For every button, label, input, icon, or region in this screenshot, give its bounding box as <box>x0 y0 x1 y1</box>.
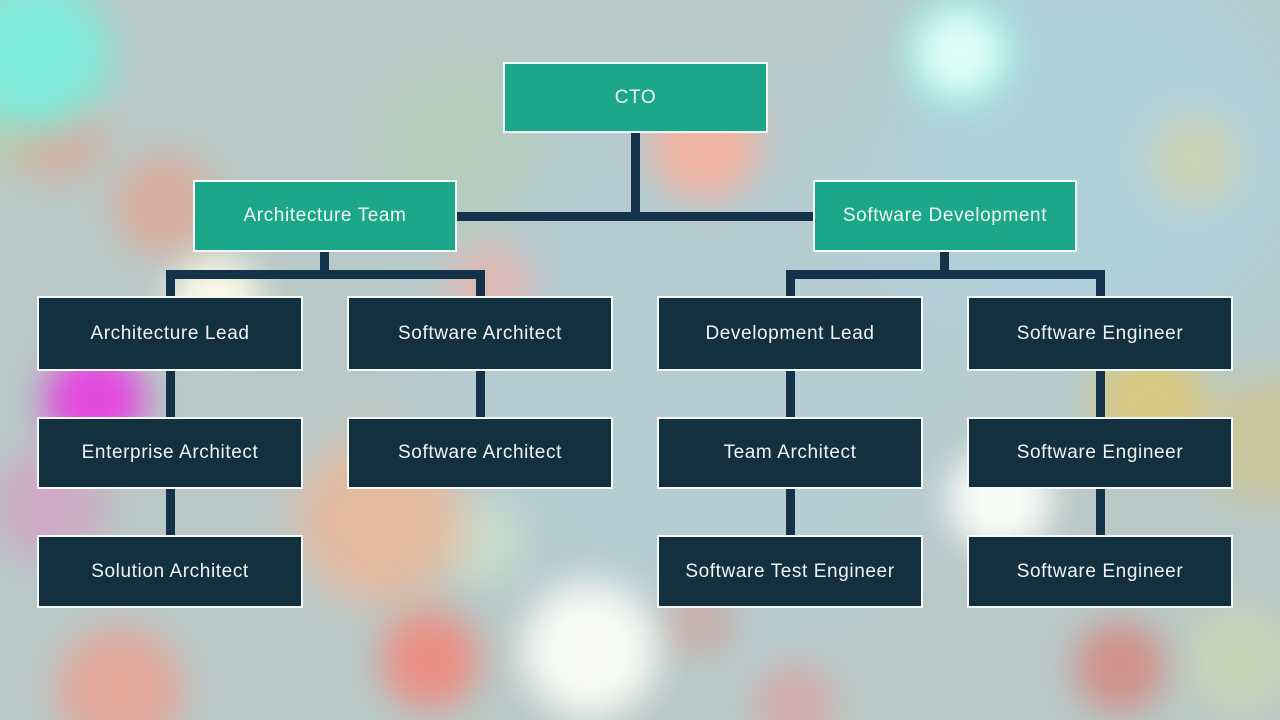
connector-to-development-lead <box>786 270 795 296</box>
connector-software-development-down <box>940 252 949 279</box>
connector-software-engineer-child1 <box>1096 371 1105 417</box>
org-node-label: Architecture Lead <box>90 322 250 344</box>
org-node-software-architect-2[interactable]: Software Architect <box>347 417 613 489</box>
org-node-label: Software Engineer <box>1016 442 1184 463</box>
org-node-software-test-engineer[interactable]: Software Test Engineer <box>657 535 923 608</box>
org-node-label: Software Architect <box>398 322 562 344</box>
org-node-label: Software Development <box>842 205 1048 226</box>
org-node-label: Solution Architect <box>91 560 249 582</box>
connector-architecture-lead-child2 <box>166 489 175 535</box>
org-node-software-engineer-3[interactable]: Software Engineer <box>967 535 1233 608</box>
org-node-development-lead[interactable]: Development Lead <box>657 296 923 371</box>
connector-level2-horizontal <box>457 212 813 221</box>
connector-development-lead-child2 <box>786 489 795 535</box>
org-node-label: Enterprise Architect <box>81 442 259 463</box>
org-node-label: Development Lead <box>705 322 875 344</box>
org-node-software-architect-1[interactable]: Software Architect <box>347 296 613 371</box>
org-node-software-development[interactable]: Software Development <box>813 180 1077 252</box>
org-node-architecture-team[interactable]: Architecture Team <box>193 180 457 252</box>
connector-architecture-team-down <box>320 252 329 279</box>
org-node-label: Architecture Team <box>243 205 407 226</box>
org-node-architecture-lead[interactable]: Architecture Lead <box>37 296 303 371</box>
connector-to-software-architect <box>476 270 485 296</box>
connector-development-horizontal <box>786 270 1105 279</box>
connector-to-architecture-lead <box>166 270 175 296</box>
connector-cto-down <box>631 133 640 221</box>
connector-architecture-lead-child1 <box>166 371 175 417</box>
org-node-label: Software Engineer <box>1016 322 1184 344</box>
connector-software-architect-child <box>476 371 485 417</box>
org-node-label: Software Architect <box>398 442 562 463</box>
org-node-team-architect[interactable]: Team Architect <box>657 417 923 489</box>
org-node-solution-architect[interactable]: Solution Architect <box>37 535 303 608</box>
connector-to-software-engineer <box>1096 270 1105 296</box>
org-node-label: CTO <box>614 86 657 108</box>
org-node-enterprise-architect[interactable]: Enterprise Architect <box>37 417 303 489</box>
org-node-label: Software Test Engineer <box>685 560 895 582</box>
org-node-software-engineer-1[interactable]: Software Engineer <box>967 296 1233 371</box>
connector-software-engineer-child2 <box>1096 489 1105 535</box>
org-node-label: Software Engineer <box>1016 560 1184 582</box>
org-node-cto[interactable]: CTO <box>503 62 768 133</box>
org-node-software-engineer-2[interactable]: Software Engineer <box>967 417 1233 489</box>
org-node-label: Team Architect <box>723 442 857 463</box>
connector-development-lead-child1 <box>786 371 795 417</box>
connector-architecture-horizontal <box>166 270 485 279</box>
